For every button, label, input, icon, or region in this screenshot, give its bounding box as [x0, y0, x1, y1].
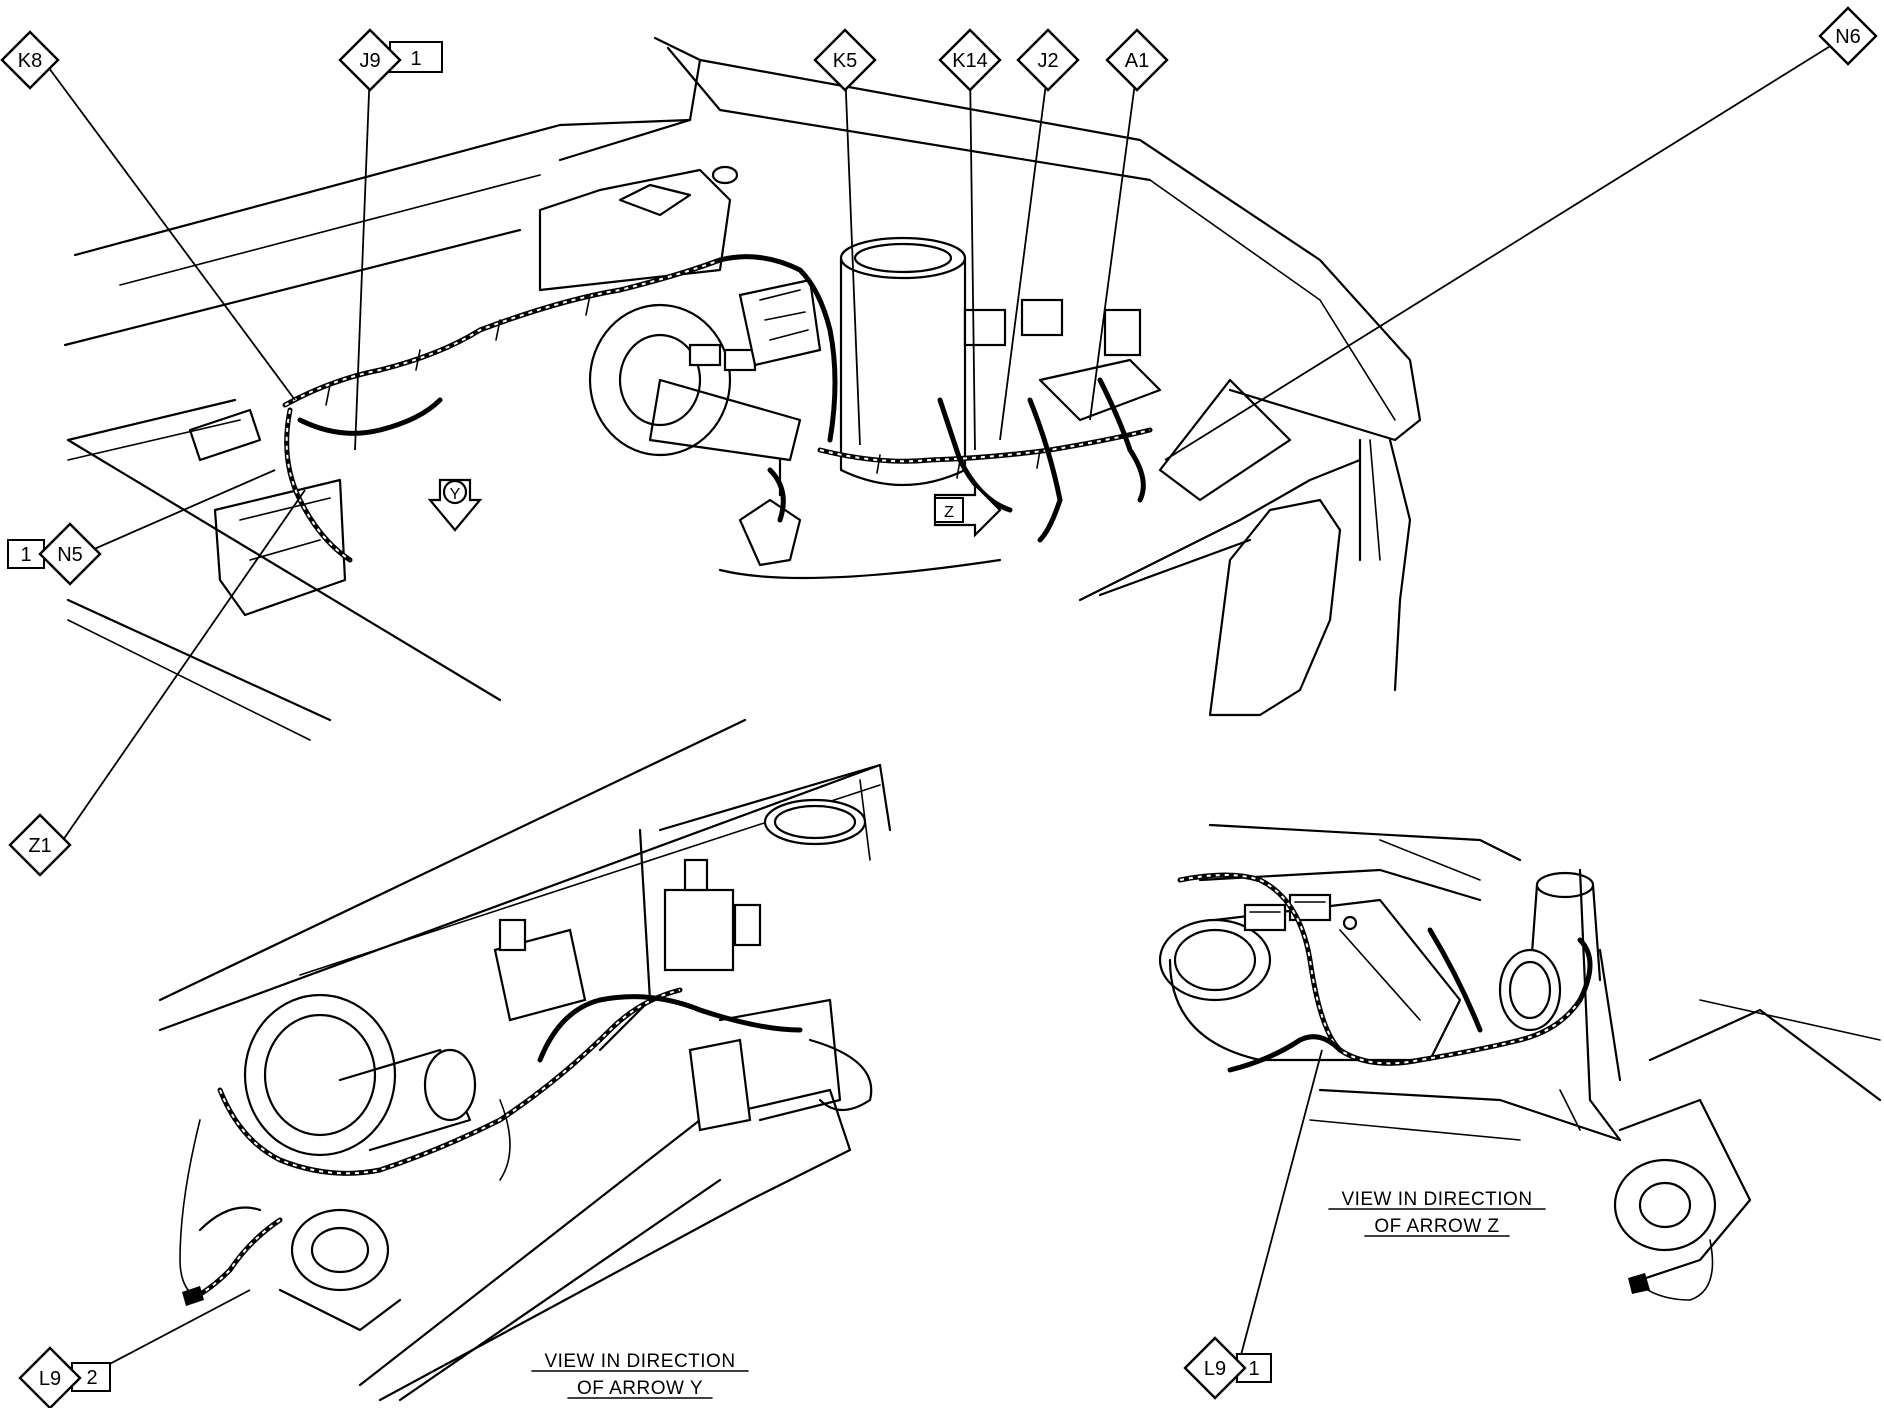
arrow-z-label: Z	[944, 504, 954, 521]
caption-view-z: VIEW IN DIRECTION OF ARROW Z	[1328, 1189, 1546, 1237]
leader-lines	[42, 39, 1841, 1378]
caption-view-z-line1: VIEW IN DIRECTION	[1341, 1189, 1532, 1210]
svg-text:Z1: Z1	[28, 835, 51, 857]
svg-text:J9: J9	[359, 50, 380, 72]
arrow-y: Y	[427, 478, 483, 532]
callout-k8: K8	[0, 30, 60, 90]
svg-text:K14: K14	[952, 50, 988, 72]
callout-j2: J2	[1016, 28, 1080, 92]
callout-l9-2: L9 2	[18, 1346, 111, 1408]
view-arrow-y-detail	[158, 718, 892, 1402]
caption-view-y-line1: VIEW IN DIRECTION	[544, 1351, 735, 1372]
svg-text:1: 1	[20, 544, 31, 566]
svg-text:L9: L9	[1204, 1358, 1226, 1380]
callout-n5-1: 1 N5	[7, 522, 102, 586]
svg-text:L9: L9	[39, 1368, 61, 1390]
caption-view-y-line2: OF ARROW Y	[577, 1378, 703, 1399]
svg-text:2: 2	[86, 1367, 97, 1389]
svg-text:A1: A1	[1125, 50, 1149, 72]
svg-text:K8: K8	[18, 50, 42, 72]
svg-text:1: 1	[1248, 1358, 1259, 1380]
callout-k14: K14	[938, 28, 1002, 92]
caption-view-y: VIEW IN DIRECTION OF ARROW Y	[531, 1351, 749, 1399]
view-arrow-z-detail	[1158, 823, 1882, 1301]
callout-k5: K5	[813, 28, 877, 92]
callout-j9-1: J9 1	[338, 28, 443, 92]
svg-text:N5: N5	[57, 544, 83, 566]
arrow-z: Z	[933, 482, 1002, 538]
callout-l9-1: L9 1	[1183, 1336, 1272, 1400]
engine-compartment-main-view: Y Z	[63, 36, 1422, 741]
callout-n6: N6	[1818, 6, 1878, 66]
svg-text:1: 1	[410, 48, 421, 70]
svg-text:J2: J2	[1037, 50, 1058, 72]
callout-z1: Z1	[8, 813, 72, 877]
svg-text:K5: K5	[833, 50, 857, 72]
arrow-y-label: Y	[450, 486, 461, 503]
caption-view-z-line2: OF ARROW Z	[1374, 1216, 1499, 1237]
tie-wraps	[325, 294, 1041, 479]
svg-text:N6: N6	[1835, 26, 1861, 48]
callout-a1: A1	[1105, 28, 1169, 92]
